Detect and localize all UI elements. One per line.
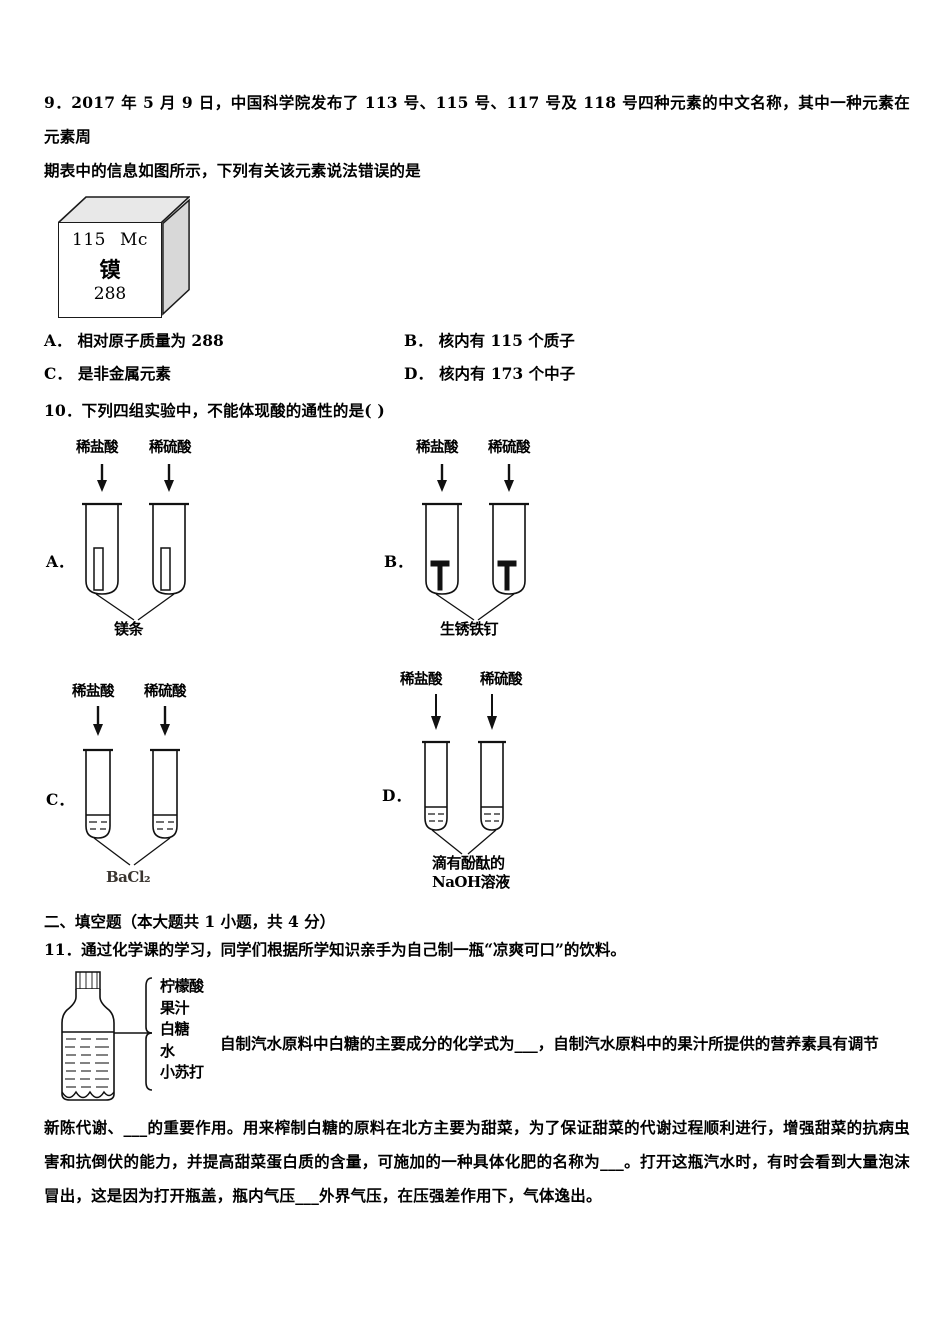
question-11-body-wrap: 自制汽水原料中白糖的主要成分的化学式为___，自制汽水原料中的果汁所提供的营养素…	[44, 979, 910, 1105]
exp-d-apparatus-icon	[422, 694, 506, 855]
exp-c-sample-label: BaCl₂	[106, 868, 151, 886]
ingredient-item: 柠檬酸	[160, 977, 204, 995]
option-a-text: 相对原子质量为 288	[77, 331, 224, 350]
exp-c-right-reagent: 稀硫酸	[144, 683, 187, 700]
element-symbol: Mc	[120, 230, 148, 250]
question-9-option-d: D． 核内有 173 个中子	[404, 357, 764, 390]
option-b-label: B．	[404, 331, 433, 350]
ingredient-item: 小苏打	[160, 1063, 204, 1081]
exp-d-right-reagent: 稀硫酸	[480, 671, 523, 688]
ingredient-item: 水	[160, 1041, 175, 1060]
element-cube: 115 Mc 镆 288	[58, 196, 190, 320]
option-a-label: A．	[44, 331, 72, 350]
soda-bottle-figure: 柠檬酸 果汁 白糖 水 小苏打	[44, 970, 910, 1105]
element-relative-mass: 288	[93, 284, 127, 304]
option-c-label: C．	[44, 364, 72, 383]
ingredient-item: 果汁	[160, 998, 190, 1017]
exp-a-sample-label: 镁条	[114, 620, 144, 638]
question-10-stem: 10．下列四组实验中，不能体现酸的通性的是( )	[44, 401, 385, 420]
question-11-stem: 11．通过化学课的学习，同学们根据所学知识亲手为自己制一瓶“凉爽可口”的饮料。	[44, 940, 626, 959]
ingredient-item: 白糖	[160, 1020, 190, 1038]
question-11-body-head: 自制汽水原料中白糖的主要成分的化学式为___，自制汽水原料中的果汁所提供的营养素…	[220, 1034, 879, 1053]
question-10-figure-grid: A． 稀盐酸 稀硫酸 镁条	[44, 436, 910, 906]
exp-b-label: B．	[384, 552, 413, 571]
section-2-heading: 二、填空题（本大题共 1 小题，共 4 分）	[44, 912, 336, 931]
exp-b-sample-label: 生锈铁钉	[440, 620, 499, 638]
question-9-options-row-1: A． 相对原子质量为 288 B． 核内有 115 个质子	[44, 324, 910, 357]
exp-b-apparatus-icon	[422, 464, 529, 621]
exp-a-left-reagent: 稀盐酸	[76, 439, 119, 456]
exp-a-apparatus-icon	[82, 464, 189, 621]
exp-d-sample-label: 滴有酚酞的 NaOH溶液	[432, 854, 510, 892]
question-9-line-1: 9．2017 年 5 月 9 日，中国科学院发布了 113 号、115 号、11…	[44, 93, 910, 146]
exp-a-right-reagent: 稀硫酸	[149, 439, 192, 456]
exp-c-apparatus-icon	[83, 706, 180, 866]
option-d-text: 核内有 173 个中子	[438, 364, 576, 383]
bottle-ingredient-list: 柠檬酸 果汁 白糖 水 小苏打	[160, 976, 204, 1084]
page-content: 9．2017 年 5 月 9 日，中国科学院发布了 113 号、115 号、11…	[44, 86, 910, 1213]
exp-d-sample-line-2: NaOH溶液	[432, 873, 510, 891]
exp-d-label: D．	[382, 786, 411, 805]
question-9-line-2: 期表中的信息如图所示，下列有关该元素说法错误的是	[44, 161, 421, 180]
element-number-symbol-row: 115 Mc	[58, 230, 162, 250]
bottle-icon	[61, 971, 153, 1101]
exp-d-sample-line-1: 滴有酚酞的	[432, 854, 505, 872]
question-9-options-row-2: C． 是非金属元素 D． 核内有 173 个中子	[44, 357, 910, 390]
exp-c-label: C．	[46, 790, 74, 809]
question-9-option-b: B． 核内有 115 个质子	[404, 324, 764, 357]
option-b-text: 核内有 115 个质子	[438, 331, 575, 350]
exp-d-left-reagent: 稀盐酸	[400, 671, 443, 688]
exp-c-left-reagent: 稀盐酸	[72, 683, 115, 700]
exp-a-label: A．	[46, 552, 74, 571]
option-d-label: D．	[404, 364, 433, 383]
cube-front-face	[58, 222, 162, 318]
cube-right-face-icon	[162, 198, 190, 316]
element-chinese-name: 镆	[99, 257, 121, 282]
question-9-option-a: A． 相对原子质量为 288	[44, 324, 404, 357]
exp-b-right-reagent: 稀硫酸	[488, 439, 531, 456]
option-c-text: 是非金属元素	[77, 364, 171, 383]
question-9-option-c: C． 是非金属元素	[44, 357, 404, 390]
exp-b-left-reagent: 稀盐酸	[416, 439, 459, 456]
element-atomic-number: 115	[72, 230, 106, 250]
element-card-figure: 115 Mc 镆 288	[44, 192, 910, 324]
question-11-body-tail: 新陈代谢、___的重要作用。用来榨制白糖的原料在北方主要为甜菜，为了保证甜菜的代…	[44, 1118, 910, 1205]
